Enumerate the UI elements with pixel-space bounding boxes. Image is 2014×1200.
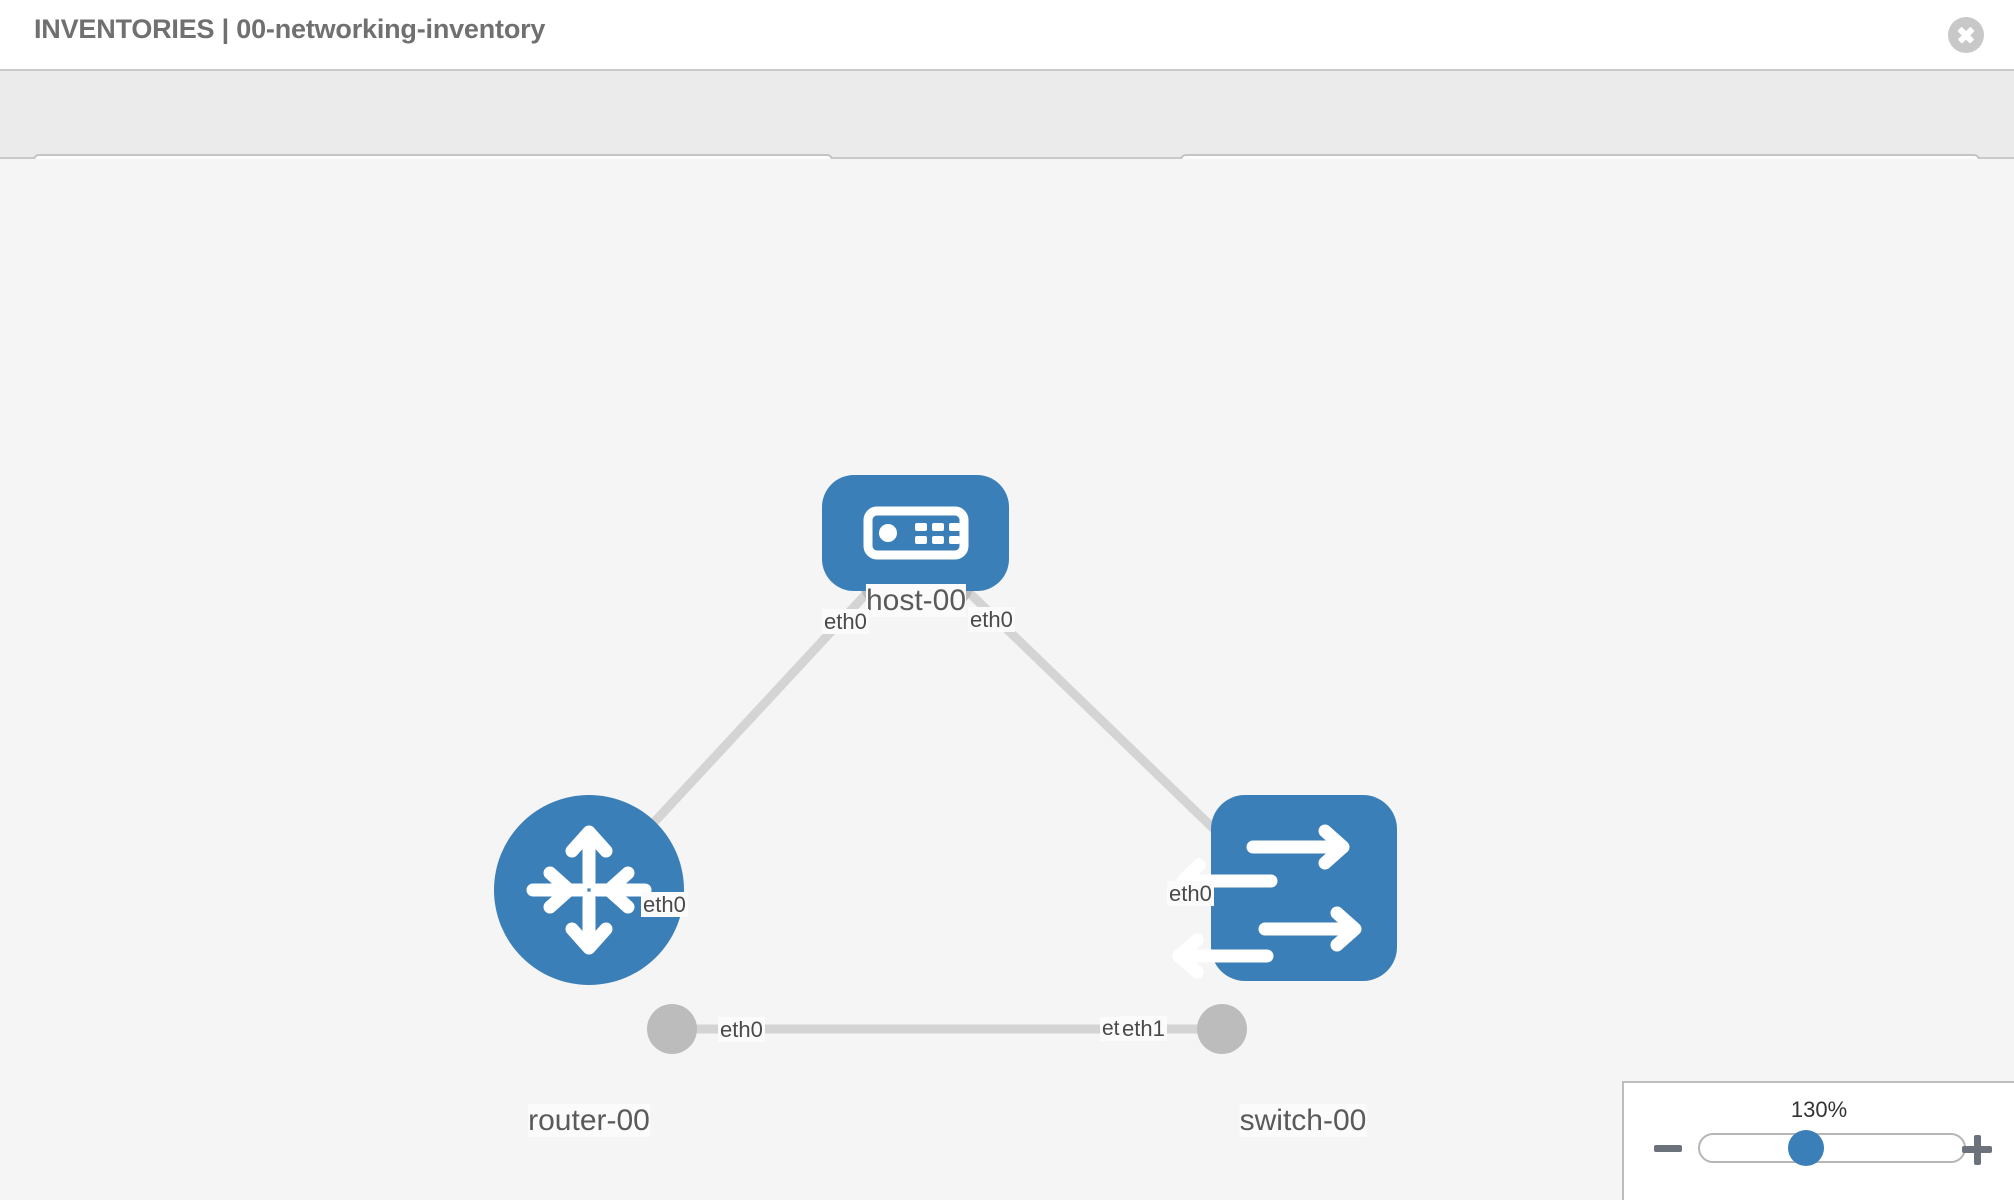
zoom-slider-track[interactable] — [1698, 1133, 1966, 1163]
node-host-00 — [822, 475, 1009, 591]
nub-router00-right — [647, 1004, 697, 1054]
page-header: INVENTORIES | 00-networking-inventory — [0, 0, 2014, 69]
edge-label-router00-eth0-up: eth0 — [641, 892, 688, 918]
server-icon — [863, 506, 969, 560]
zoom-control-panel: 130% — [1622, 1081, 2014, 1200]
server-icon-vents — [915, 523, 960, 544]
edge-label-router00-eth0: eth0 — [718, 1017, 765, 1043]
close-icon[interactable] — [1948, 17, 1984, 53]
node-switch-00 — [1172, 795, 1397, 981]
topology-canvas[interactable]: host-00 router-00 switch-00 eth0 eth0 et… — [0, 159, 2014, 1200]
edge-label-switch00-eth1: eth1 — [1120, 1016, 1167, 1042]
node-router-00-shape — [494, 795, 684, 985]
node-label-host-00: host-00 — [865, 584, 967, 617]
connector-nubs — [647, 559, 1265, 1054]
node-label-router-00: router-00 — [528, 1104, 650, 1137]
switch-arrows-icon — [1172, 824, 1362, 979]
edge-label-host00-eth0-right: eth0 — [968, 607, 1015, 633]
nub-switch00-left — [1197, 1004, 1247, 1054]
zoom-level-label: 130% — [1790, 1097, 1848, 1122]
topology-edges — [615, 574, 1250, 1034]
plus-icon[interactable] — [1962, 1135, 1992, 1165]
server-icon-led — [879, 524, 897, 542]
page-title: INVENTORIES | 00-networking-inventory — [34, 14, 546, 44]
toolbar: ACTIONS SEARCH — [0, 69, 2014, 212]
zoom-slider-thumb[interactable] — [1788, 1130, 1824, 1166]
node-host-00-shape — [822, 475, 1009, 591]
node-router-00 — [494, 795, 684, 985]
edge-label-switch00-eth0-up: eth0 — [1167, 881, 1214, 907]
router-arrows-icon — [526, 825, 652, 955]
edge-label-host00-eth0-left: eth0 — [822, 609, 869, 635]
minus-icon[interactable] — [1654, 1135, 1682, 1163]
node-label-switch-00: switch-00 — [1239, 1104, 1367, 1137]
